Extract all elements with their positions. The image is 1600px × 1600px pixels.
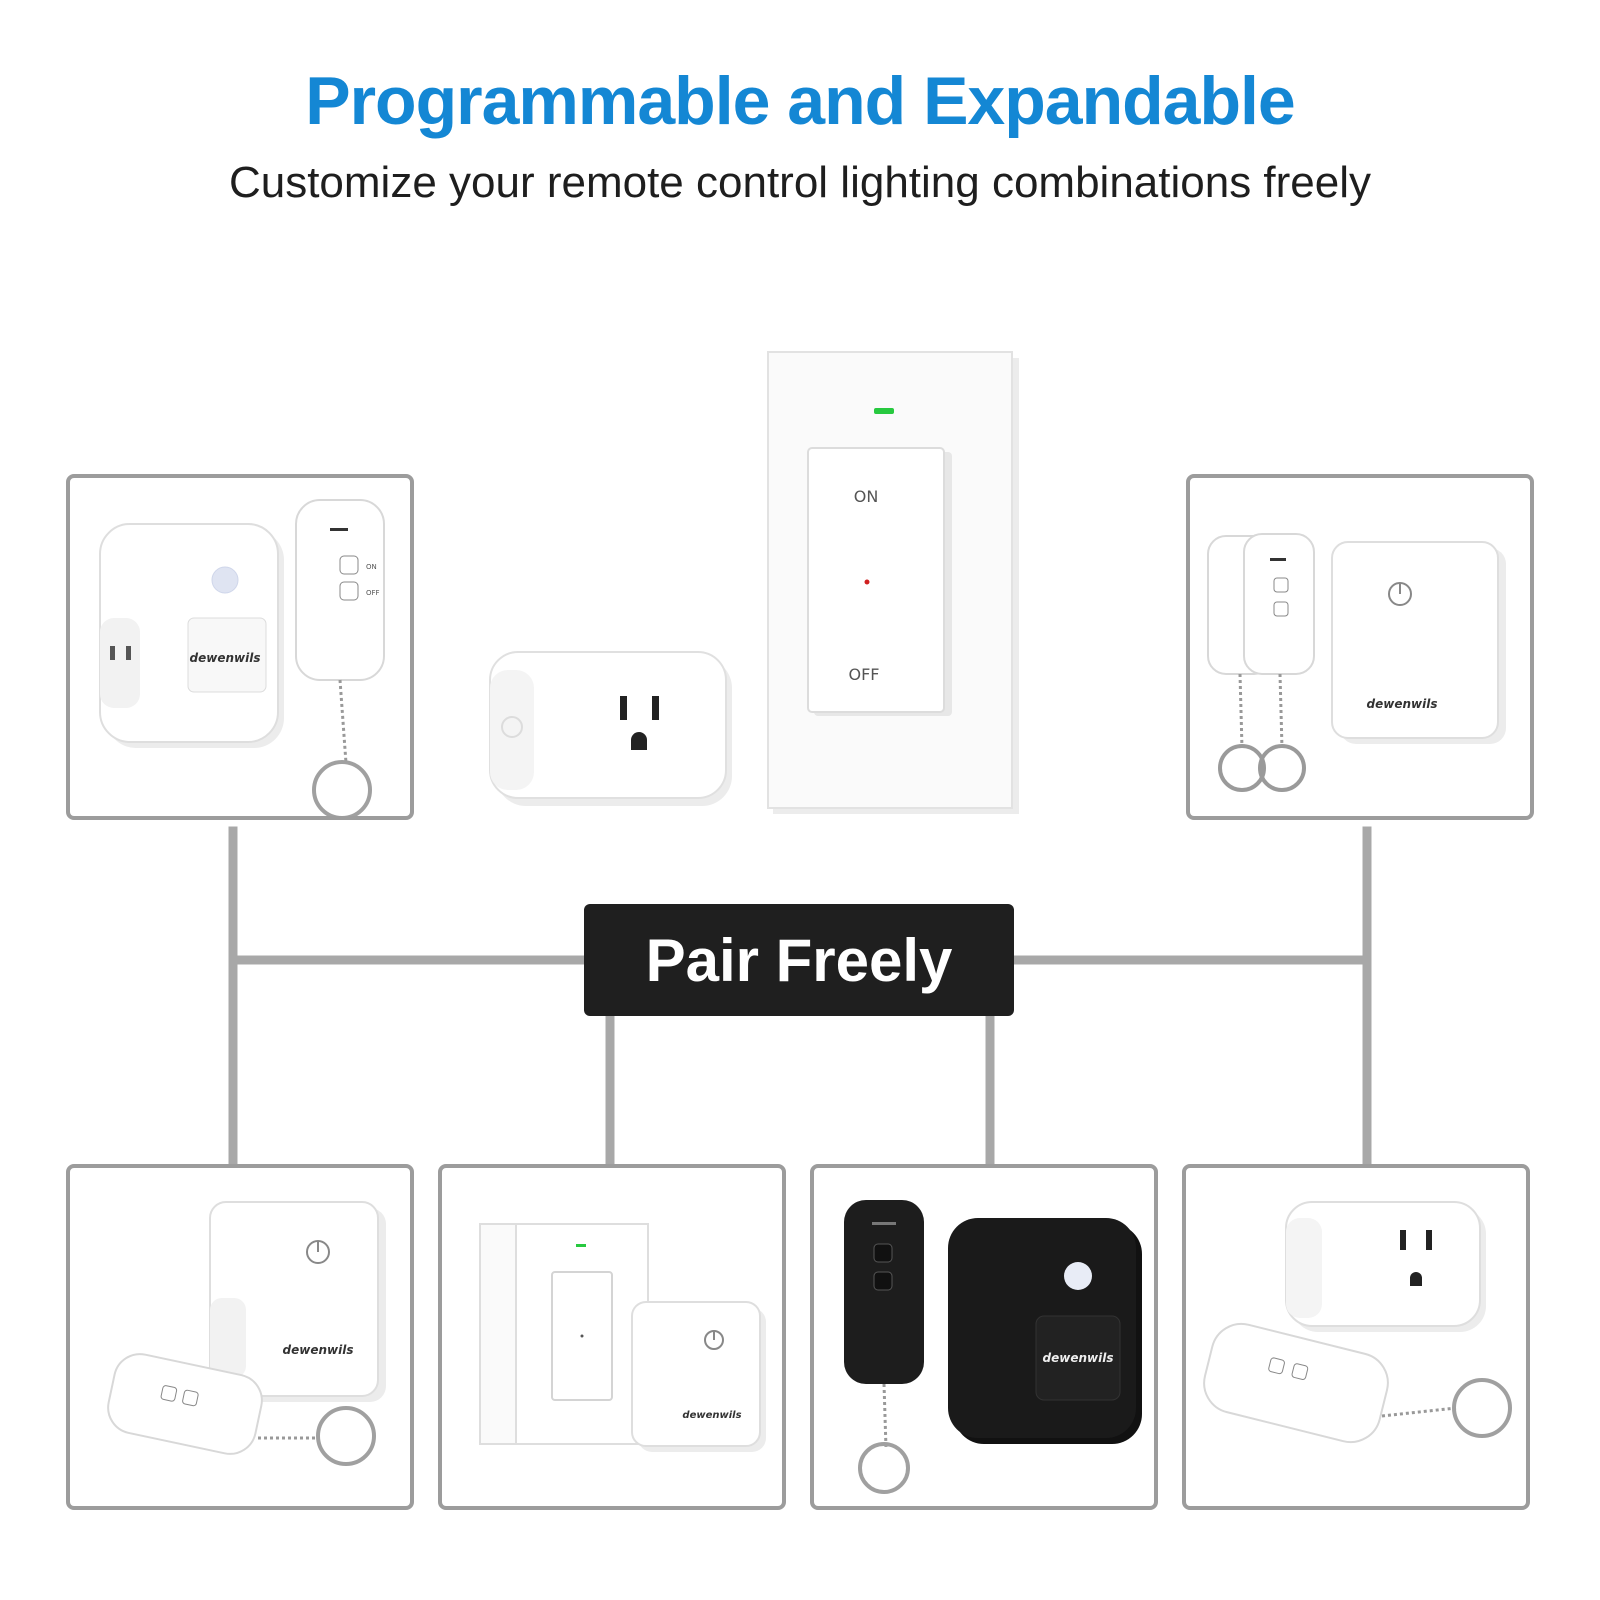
switch-off-label: OFF: [849, 665, 880, 684]
brand-logo: dewenwils: [1367, 697, 1438, 711]
hero-products: ON OFF: [489, 351, 1019, 814]
page-title: Programmable and Expandable: [305, 63, 1296, 139]
pair-freely-label: Pair Freely: [645, 926, 953, 994]
outlet-with-remote-icon: dewenwils ON OFF: [99, 499, 385, 816]
wall-switch-icon: ON OFF: [767, 351, 1019, 814]
product-frame-bottom-4: [1182, 1164, 1530, 1510]
smart-plug-icon: [489, 651, 732, 806]
remote-off-label: OFF: [366, 589, 380, 597]
product-frame-bottom-1: dewenwils: [66, 1164, 414, 1510]
brand-logo: dewenwils: [190, 651, 261, 665]
page-subtitle: Customize your remote control lighting c…: [228, 158, 1372, 207]
outlet-with-two-remotes-icon: dewenwils: [1207, 533, 1506, 792]
wall-switches-with-outlet-icon: dewenwils: [479, 1223, 766, 1452]
pair-freely-badge: Pair Freely: [584, 904, 1014, 1016]
black-outlet-with-remote-icon: dewenwils: [844, 1200, 1142, 1494]
smart-plug-with-remote-icon: [1203, 1201, 1512, 1444]
brand-logo: dewenwils: [283, 1343, 354, 1357]
brand-logo: dewenwils: [1043, 1351, 1114, 1365]
brand-logo: dewenwils: [682, 1410, 741, 1421]
product-frame-bottom-2: dewenwils: [438, 1164, 786, 1510]
outlet-with-keychain-remote-icon: dewenwils: [107, 1201, 386, 1466]
switch-on-label: ON: [854, 487, 879, 506]
product-frame-top-left: dewenwils ON OFF: [66, 474, 414, 820]
remote-on-label: ON: [366, 563, 377, 571]
product-frame-top-right: dewenwils: [1186, 474, 1534, 820]
product-frame-bottom-3: dewenwils: [810, 1164, 1158, 1510]
